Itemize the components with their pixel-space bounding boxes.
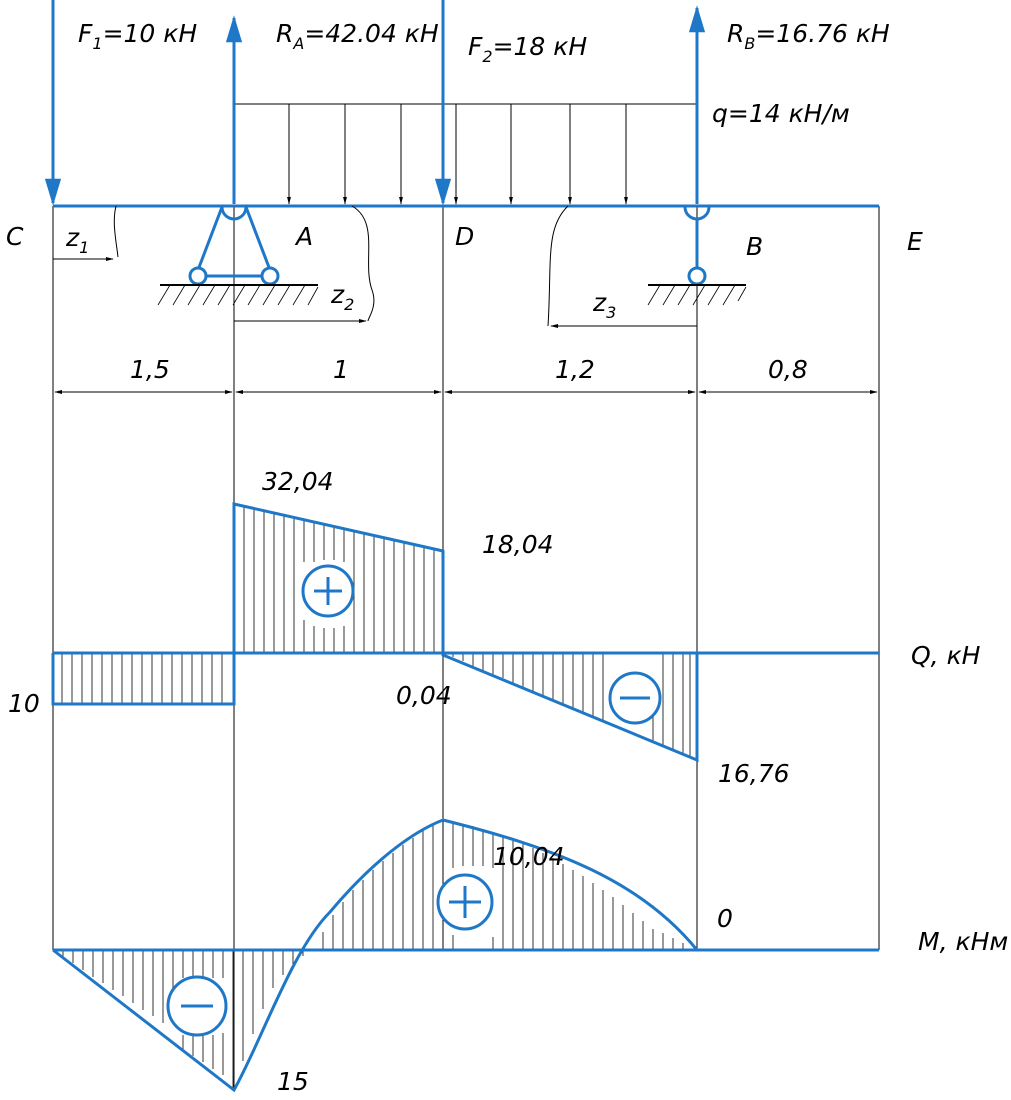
dim-4: 0,8 — [768, 355, 808, 384]
point-d-label: D — [455, 222, 474, 251]
dim-2: 1 — [333, 355, 349, 384]
shear-value-0-04: 0,04 — [396, 681, 452, 710]
f1-label: F1=10 кН — [78, 19, 197, 53]
svg-text:z3: z3 — [592, 288, 616, 322]
support-b — [647, 206, 747, 306]
dimension-line: 1,5 1 1,2 0,8 — [54, 355, 878, 394]
shear-plus-sign — [301, 564, 355, 618]
shear-outline — [51, 502, 699, 763]
reference-lines — [52, 206, 880, 1090]
shear-value-16-76: 16,76 — [718, 759, 790, 788]
f2-label: F2=18 кН — [468, 32, 587, 66]
shear-hatching — [61, 507, 691, 758]
moment-outline — [52, 818, 699, 1093]
z1-coordinate: z1 — [53, 205, 119, 261]
point-a-label: A — [294, 222, 313, 251]
svg-text:z1: z1 — [65, 223, 89, 257]
point-b-label: B — [746, 232, 763, 261]
shear-value-18-04: 18,04 — [482, 530, 554, 559]
rb-label: RB=16.76 кН — [727, 19, 890, 53]
moment-value-15: 15 — [277, 1067, 309, 1096]
shear-value-32-04: 32,04 — [262, 467, 334, 496]
q-label: q=14 кН/м — [712, 99, 850, 128]
moment-value-0: 0 — [717, 904, 733, 933]
dim-1: 1,5 — [130, 355, 170, 384]
moment-hatching — [62, 820, 684, 1088]
moment-minus-sign — [166, 975, 228, 1037]
distributed-load — [234, 103, 697, 205]
ra-label: RA=42.04 кН — [276, 19, 439, 53]
point-e-label: E — [907, 227, 923, 256]
shear-axis-label: Q, кН — [911, 641, 981, 670]
moment-diagram: M, кНм 15 10,04 0 — [52, 818, 1008, 1096]
dim-3: 1,2 — [555, 355, 595, 384]
shear-diagram: Q, кН 10 32,04 18,04 0,04 16,76 — [8, 467, 981, 788]
loading-scheme: q=14 кН/м F1=10 кН RA=42.04 кН F2=18 кН … — [6, 0, 923, 1090]
svg-text:z2: z2 — [330, 280, 354, 314]
z2-coordinate: z2 — [234, 205, 375, 323]
shear-minus-sign — [608, 671, 662, 725]
moment-plus-sign — [436, 873, 494, 931]
moment-value-10-04: 10,04 — [493, 842, 565, 871]
moment-axis-label: M, кНм — [918, 927, 1008, 956]
support-a — [157, 206, 319, 306]
z3-coordinate: z3 — [547, 205, 697, 328]
point-c-label: C — [6, 222, 24, 251]
shear-value-10: 10 — [8, 689, 40, 718]
